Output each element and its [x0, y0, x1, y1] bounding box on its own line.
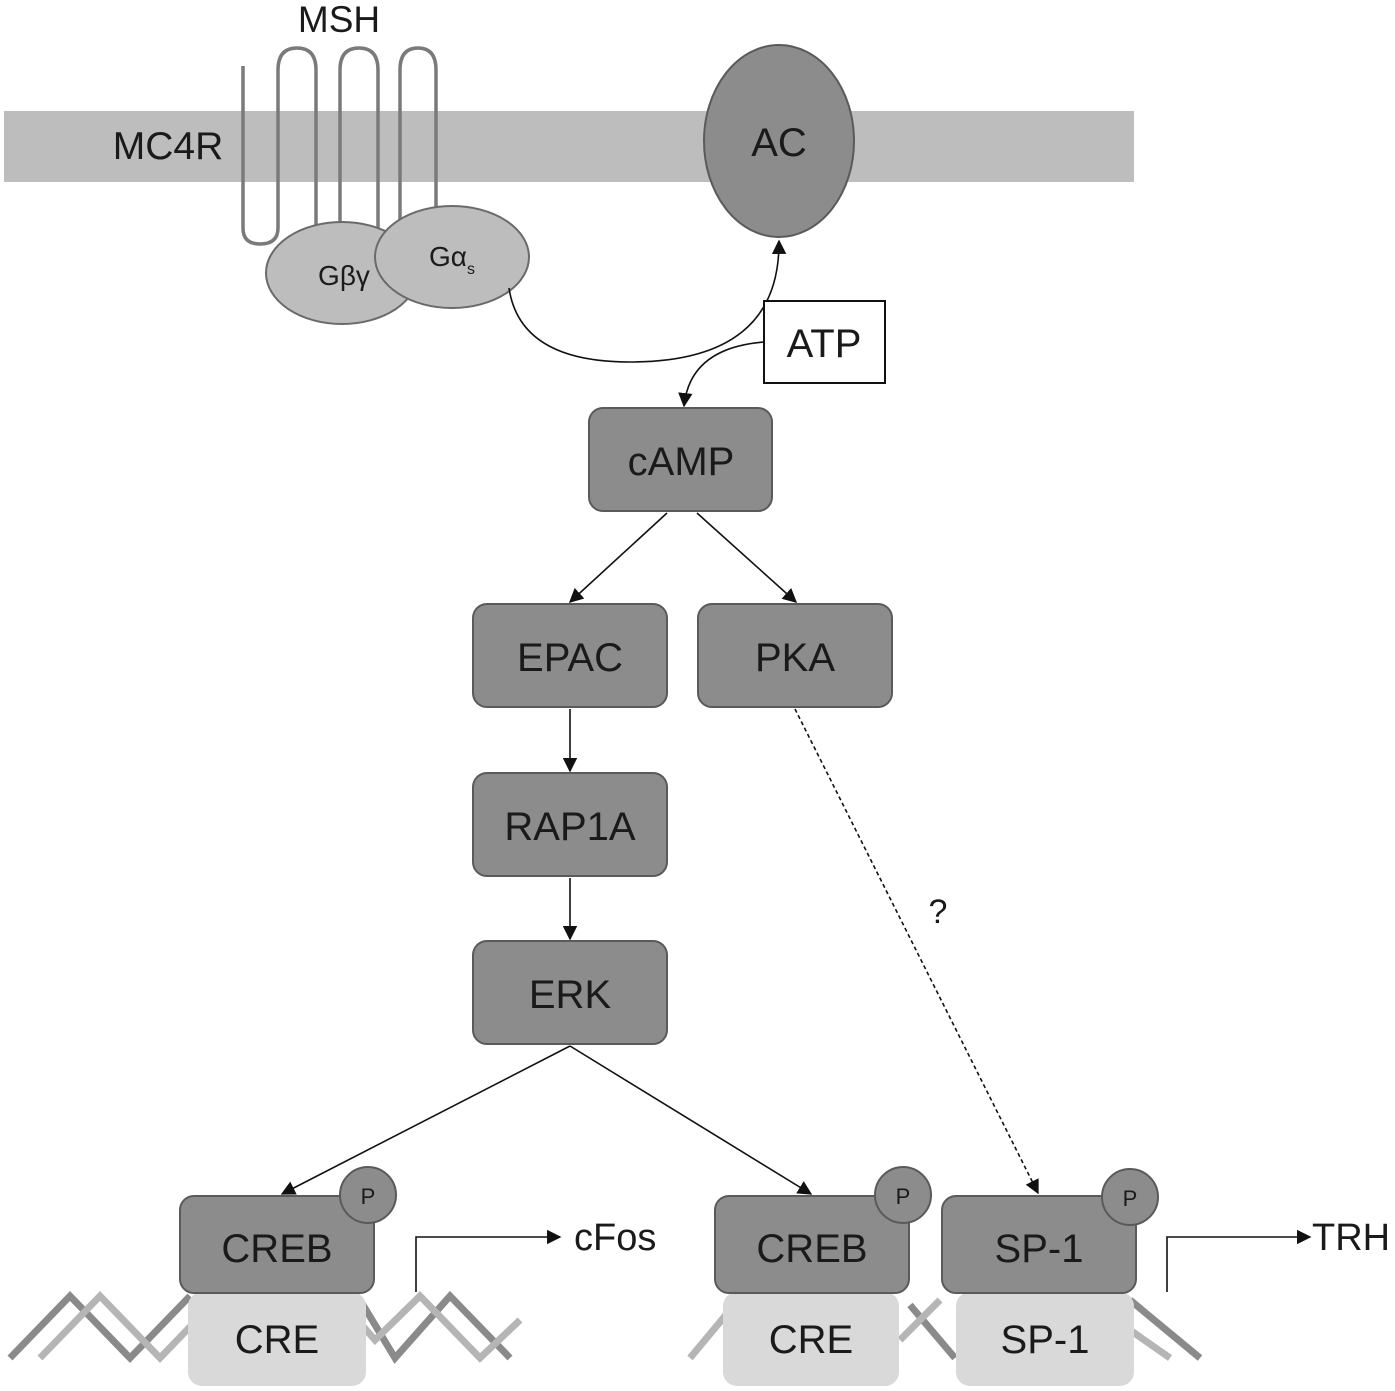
phospho-middle-label: P — [896, 1184, 911, 1209]
camp-to-epac-arrow — [568, 512, 668, 603]
trh-transcription-arrow — [1166, 1229, 1312, 1292]
trh-label: TRH — [1312, 1217, 1390, 1259]
erk-label: ERK — [529, 973, 612, 1017]
cre-element-middle — [723, 1292, 899, 1386]
atp-label: ATP — [787, 322, 862, 366]
cfos-transcription-arrow — [415, 1229, 562, 1292]
atp-to-camp-arrow — [678, 341, 765, 408]
camp-to-pka-arrow — [696, 512, 798, 603]
cfos-label: cFos — [574, 1217, 656, 1259]
rap1a-node — [472, 772, 668, 877]
pka-to-sp1-dashed-arrow — [794, 708, 1039, 1195]
uncertain-link-label: ? — [929, 893, 948, 931]
phospho-badge-right — [1101, 1168, 1159, 1226]
mc4r-label: MC4R — [113, 125, 224, 168]
creb-left-label: CREB — [221, 1227, 332, 1271]
epac-node — [472, 603, 668, 708]
phospho-right-label: P — [1123, 1186, 1138, 1211]
pka-label: PKA — [755, 636, 835, 680]
phospho-left-label: P — [361, 1184, 376, 1209]
creb-node-middle — [714, 1195, 910, 1294]
cre-left-label: CRE — [235, 1318, 319, 1362]
pka-node — [697, 603, 893, 708]
epac-label: EPAC — [517, 636, 623, 680]
cre-element-left — [188, 1292, 366, 1386]
creb-middle-label: CREB — [756, 1227, 867, 1271]
camp-node — [588, 407, 773, 512]
cre-middle-label: CRE — [769, 1318, 853, 1362]
phospho-badge-left — [339, 1166, 397, 1224]
msh-label: MSH — [298, 0, 380, 40]
atp-box — [763, 300, 886, 384]
phospho-badge-middle — [874, 1166, 932, 1224]
gas-label: Gαs — [429, 241, 475, 278]
sp1-factor-label: SP-1 — [995, 1227, 1084, 1271]
camp-label: cAMP — [628, 440, 735, 484]
erk-node — [472, 940, 668, 1045]
gas-to-ac-arrow — [508, 239, 787, 363]
gbg-label: Gβγ — [318, 260, 370, 291]
rap1a-label: RAP1A — [504, 805, 635, 849]
creb-node-left — [179, 1195, 375, 1294]
dna-helix-right — [687, 1297, 1203, 1361]
g-alpha-s — [374, 205, 530, 309]
sp1-factor-node — [941, 1195, 1137, 1294]
erk-to-creb-left-arrow — [280, 1045, 571, 1195]
ac-label: AC — [751, 121, 807, 165]
erk-to-creb-middle-arrow — [569, 1045, 813, 1195]
adenylyl-cyclase — [703, 44, 855, 238]
sp1-element-label: SP-1 — [1001, 1318, 1090, 1362]
sp1-element — [956, 1292, 1134, 1386]
mc4r-receptor — [241, 46, 438, 246]
cell-membrane — [4, 111, 1134, 182]
